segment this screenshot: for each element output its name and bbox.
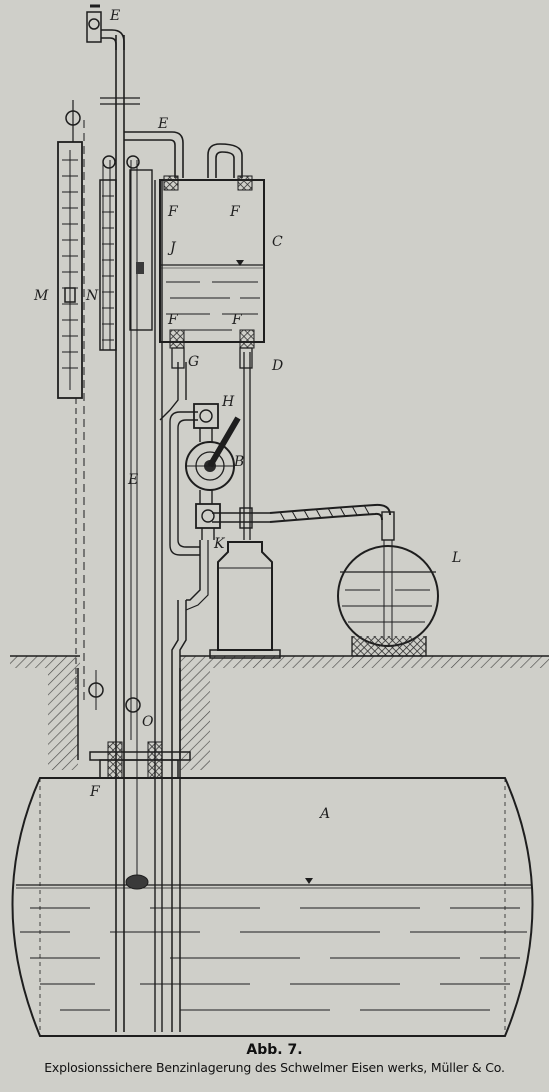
label-g: G: [188, 354, 199, 370]
label-e-top: E: [109, 8, 120, 24]
label-k: K: [213, 536, 226, 552]
gauge-n: [99, 155, 141, 713]
sphere-l: [337, 540, 439, 657]
labels: E E E F F F F F C J M N G D H B K L O A: [33, 8, 461, 822]
label-f-bl: F: [167, 312, 179, 328]
tank-c: [129, 169, 265, 369]
figure-caption-subtitle: Explosionssichere Benzinlagerung des Sch…: [44, 1060, 505, 1075]
label-m: M: [33, 288, 49, 304]
label-h: H: [221, 394, 235, 410]
label-j: J: [167, 240, 177, 256]
label-o: O: [142, 714, 154, 730]
label-f-tl: F: [167, 204, 179, 220]
ground: [10, 655, 549, 770]
label-e-lower: E: [127, 472, 138, 488]
storage-tank: [11, 720, 534, 1037]
label-c: C: [272, 234, 283, 250]
label-f-tr: F: [229, 204, 241, 220]
label-f-br: F: [231, 312, 243, 328]
label-a: A: [318, 806, 330, 822]
label-l: L: [451, 550, 461, 566]
canister: [209, 541, 281, 659]
valve-h: [193, 403, 219, 504]
label-d: D: [271, 358, 283, 374]
gauge-m: [57, 100, 104, 710]
label-f-tank: F: [89, 784, 101, 800]
label-e-upper: E: [157, 116, 168, 132]
figure-caption-title: Abb. 7.: [246, 1042, 303, 1058]
label-n: N: [85, 288, 99, 304]
hose: [269, 503, 395, 541]
pump-b: [185, 416, 241, 491]
label-b: B: [233, 454, 244, 470]
valve-k: [195, 503, 253, 540]
